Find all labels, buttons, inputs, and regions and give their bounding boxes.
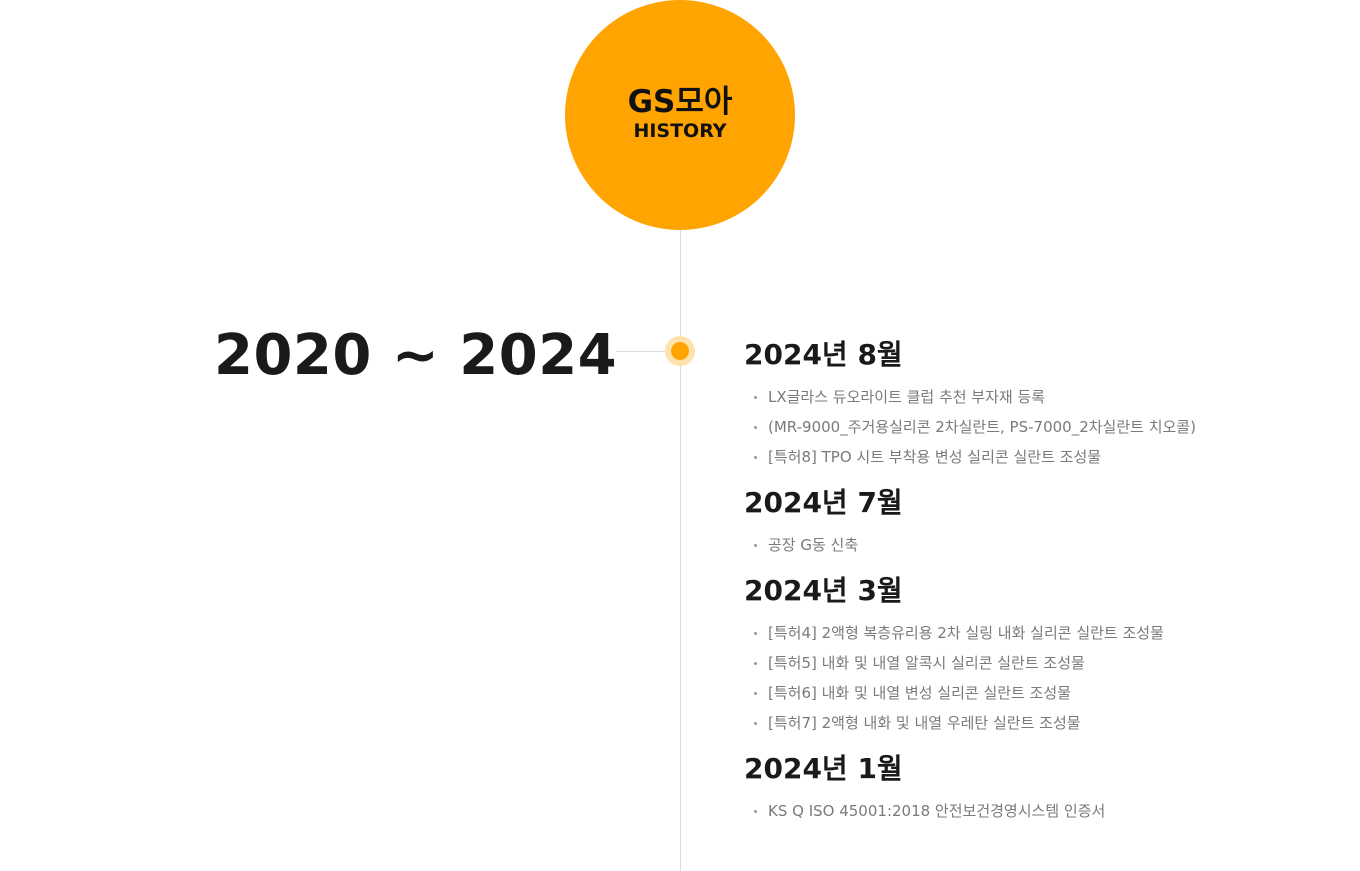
badge-title: GS모아 xyxy=(627,84,733,120)
entry-list: 공장 G동 신축 xyxy=(744,522,1344,560)
list-item: [특허7] 2액형 내화 및 내열 우레탄 실란트 조성물 xyxy=(744,708,1344,738)
timeline-line xyxy=(680,225,681,871)
history-entry: 2024년 8월 LX글라스 듀오라이트 클럽 추천 부자재 등록 (MR-90… xyxy=(744,336,1344,472)
list-item: [특허6] 내화 및 내열 변성 실리콘 실란트 조성물 xyxy=(744,678,1344,708)
list-item: [특허8] TPO 시트 부착용 변성 실리콘 실란트 조성물 xyxy=(744,442,1344,472)
entry-list: [특허4] 2액형 복층유리용 2차 실링 내화 실리콘 실란트 조성물 [특허… xyxy=(744,610,1344,738)
timeline-dot xyxy=(665,336,695,366)
item-text: [특허6] 내화 및 내열 변성 실리콘 실란트 조성물 xyxy=(768,684,1072,702)
badge-subtitle: HISTORY xyxy=(633,120,727,142)
entry-list: KS Q ISO 45001:2018 안전보건경영시스템 인증서 xyxy=(744,788,1344,826)
entry-list: LX글라스 듀오라이트 클럽 추천 부자재 등록 (MR-9000_주거용실리콘… xyxy=(744,374,1344,472)
bullet-icon xyxy=(754,544,757,547)
history-badge: GS모아 HISTORY xyxy=(565,0,795,230)
item-text: [특허4] 2액형 복층유리용 2차 실링 내화 실리콘 실란트 조성물 xyxy=(768,624,1164,642)
history-entry: 2024년 1월 KS Q ISO 45001:2018 안전보건경영시스템 인… xyxy=(744,750,1344,826)
list-item: [특허5] 내화 및 내열 알콕시 실리콘 실란트 조성물 xyxy=(744,648,1344,678)
entry-date: 2024년 7월 xyxy=(744,486,903,519)
item-text: LX글라스 듀오라이트 클럽 추천 부자재 등록 xyxy=(768,388,1046,406)
list-item: (MR-9000_주거용실리콘 2차실란트, PS-7000_2차실란트 치오콜… xyxy=(744,412,1344,442)
list-item: LX글라스 듀오라이트 클럽 추천 부자재 등록 xyxy=(744,382,1344,412)
list-item: KS Q ISO 45001:2018 안전보건경영시스템 인증서 xyxy=(744,796,1344,826)
bullet-icon xyxy=(754,692,757,695)
item-text: 공장 G동 신축 xyxy=(768,536,859,554)
bullet-icon xyxy=(754,662,757,665)
timeline-dot-inner xyxy=(671,342,689,360)
bullet-icon xyxy=(754,810,757,813)
entry-date: 2024년 3월 xyxy=(744,574,903,607)
list-item: 공장 G동 신축 xyxy=(744,530,1344,560)
entry-date: 2024년 1월 xyxy=(744,752,903,785)
item-text: (MR-9000_주거용실리콘 2차실란트, PS-7000_2차실란트 치오콜… xyxy=(768,418,1196,436)
bullet-icon xyxy=(754,396,757,399)
item-text: [특허7] 2액형 내화 및 내열 우레탄 실란트 조성물 xyxy=(768,714,1081,732)
item-text: [특허8] TPO 시트 부착용 변성 실리콘 실란트 조성물 xyxy=(768,448,1102,466)
history-entry: 2024년 7월 공장 G동 신축 xyxy=(744,484,1344,560)
bullet-icon xyxy=(754,426,757,429)
item-text: KS Q ISO 45001:2018 안전보건경영시스템 인증서 xyxy=(768,802,1106,820)
era-connector xyxy=(616,351,668,352)
entry-date: 2024년 8월 xyxy=(744,338,903,371)
list-item: [특허4] 2액형 복층유리용 2차 실링 내화 실리콘 실란트 조성물 xyxy=(744,618,1344,648)
bullet-icon xyxy=(754,722,757,725)
item-text: [특허5] 내화 및 내열 알콕시 실리콘 실란트 조성물 xyxy=(768,654,1085,672)
bullet-icon xyxy=(754,632,757,635)
history-entry: 2024년 3월 [특허4] 2액형 복층유리용 2차 실링 내화 실리콘 실란… xyxy=(744,572,1344,738)
history-entries: 2024년 8월 LX글라스 듀오라이트 클럽 추천 부자재 등록 (MR-90… xyxy=(744,336,1344,838)
bullet-icon xyxy=(754,456,757,459)
era-heading: 2020 ~ 2024 xyxy=(214,323,618,388)
